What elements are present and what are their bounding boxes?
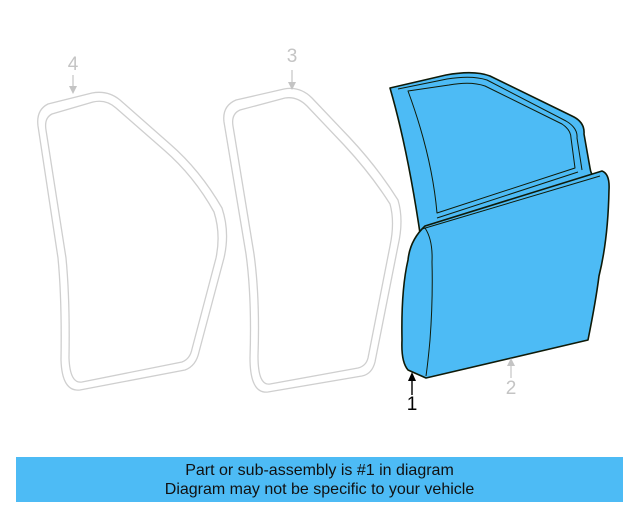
banner-disclaimer: Diagram may not be specific to your vehi… — [164, 480, 475, 498]
callout-arrows — [69, 70, 515, 395]
parts-diagram: 1 2 3 4 — [37, 46, 610, 415]
callout-label-1[interactable]: 1 — [406, 394, 418, 415]
weatherstrip-part-4[interactable] — [37, 91, 228, 391]
info-banner: Part or sub-assembly is #1 in diagram Di… — [16, 457, 623, 502]
weatherstrip-part-3[interactable] — [223, 87, 402, 393]
callout-label-3[interactable]: 3 — [286, 46, 298, 67]
banner-part-note: Part or sub-assembly is #1 in diagram — [185, 461, 454, 479]
callout-label-2[interactable]: 2 — [505, 378, 517, 399]
callout-label-4[interactable]: 4 — [67, 54, 79, 75]
door-shell-part-1[interactable] — [389, 71, 610, 379]
